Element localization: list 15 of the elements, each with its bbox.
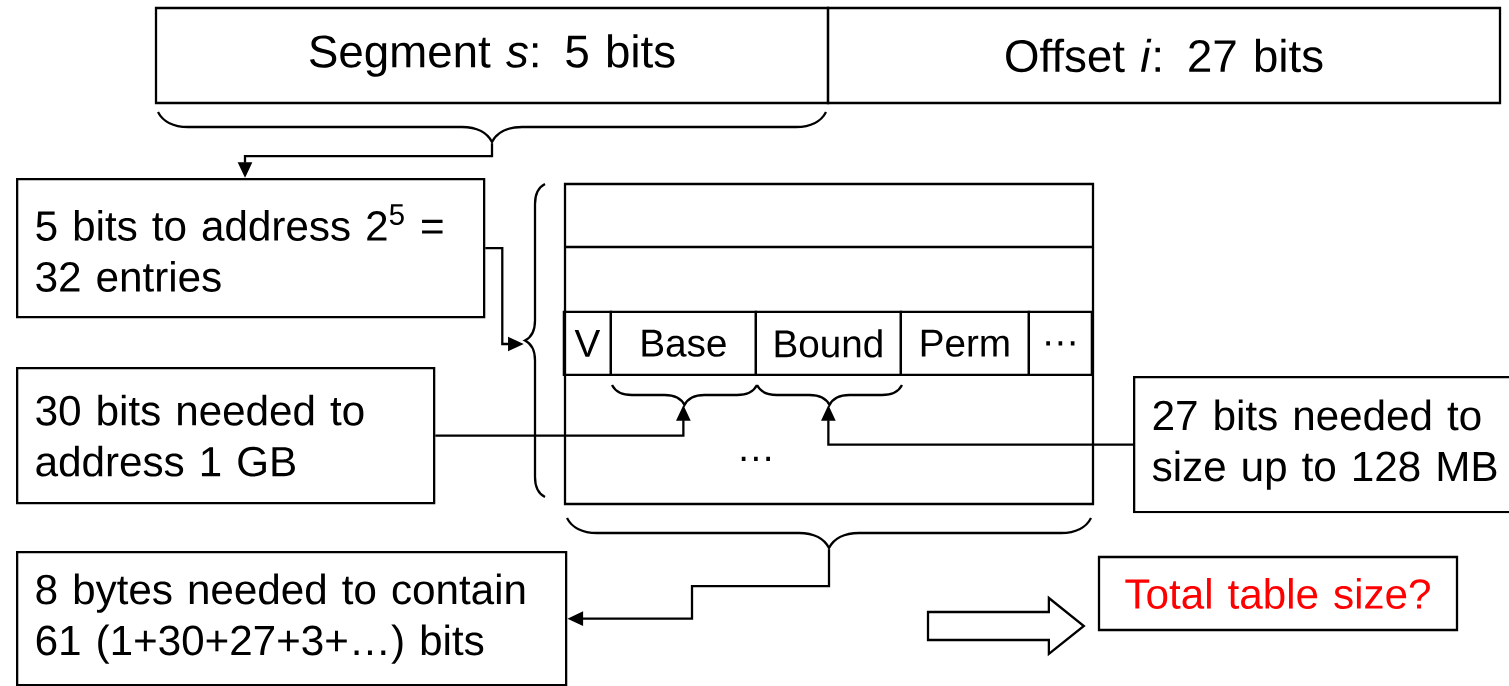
note-box: 8 bytes needed to contain 61 (1+30+27+3+…) bits bbox=[16, 551, 568, 686]
block-arrow bbox=[926, 595, 1086, 657]
ellipsis: … bbox=[741, 456, 770, 461]
address-field-box: Offset i: 27 bits bbox=[826, 6, 1502, 105]
address-field-box-with-brace: Segment s: 5 bits bbox=[154, 6, 830, 144]
table-cell-with-brace: Base bbox=[609, 310, 758, 407]
note-box: 30 bits needed to address 1 GB bbox=[16, 367, 436, 505]
note-box: 5 bits to address 2$^{5}$ = 32 entries bbox=[16, 178, 486, 319]
table-cell: Perm bbox=[899, 310, 1030, 376]
table-cell: V bbox=[562, 310, 612, 376]
table-cell: … bbox=[1027, 310, 1093, 376]
table-box-with-brace bbox=[523, 182, 1095, 550]
question-box: Total table size? bbox=[1097, 555, 1459, 632]
table-cell-with-brace: Bound bbox=[754, 310, 903, 407]
note-box: 27 bits needed to size up to 128 MB bbox=[1133, 376, 1509, 514]
